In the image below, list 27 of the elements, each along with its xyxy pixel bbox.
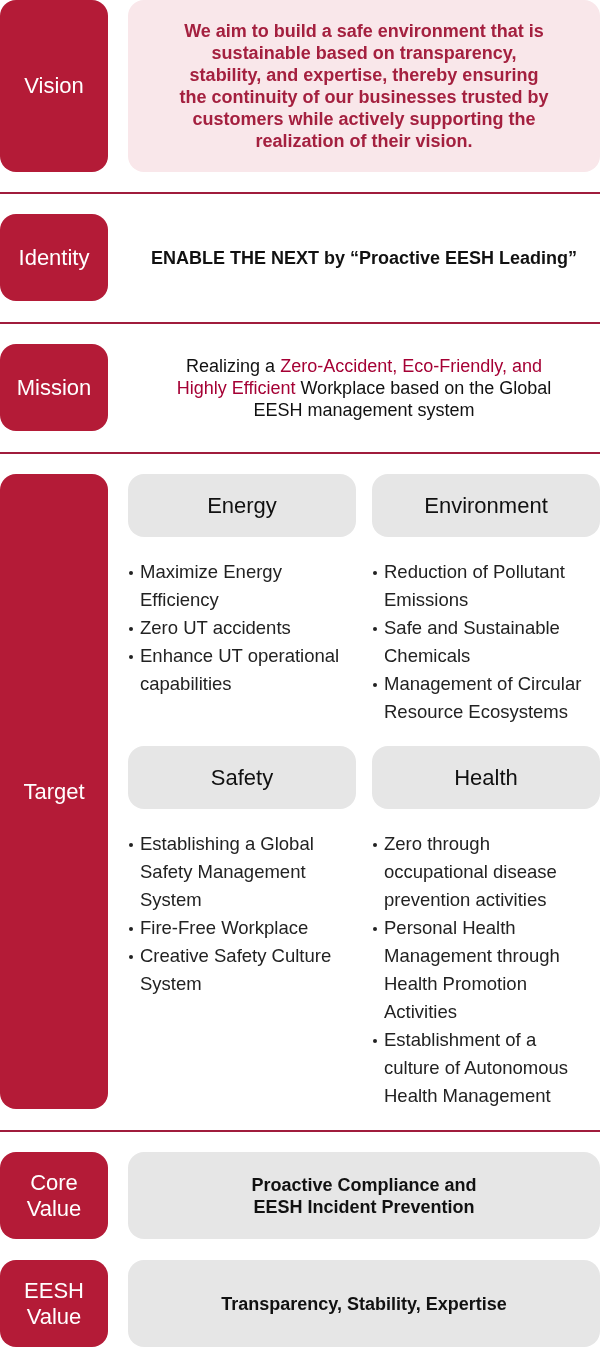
value-panel: Proactive Compliance and EESH Incident Prevention — [128, 1152, 600, 1239]
section-tag: Target — [0, 474, 108, 1109]
bullet-item: Safe and Sustainable Chemicals — [372, 614, 589, 670]
category-header: Health — [372, 746, 600, 809]
section-tag: EESH Value — [0, 1260, 108, 1347]
section-tag: Vision — [0, 0, 108, 172]
bullet-item: Enhance UT operational capabilities — [128, 642, 345, 698]
bullet-item: Establishing a Global Safety Management System — [128, 830, 345, 914]
bullet-item: Fire-Free Workplace — [128, 914, 345, 942]
category-header: Energy — [128, 474, 356, 537]
bullet-item: Maximize Energy Efficiency — [128, 558, 345, 614]
vision-statement-panel: We aim to build a safe environment that is sustainable based on transparency, stability, and expertise, thereby ensuring the continuity of our businesses trusted by customers while actively supporting the realization of their vision. — [128, 0, 600, 172]
section-tag: Mission — [0, 344, 108, 431]
bullet-item: Management of Circular Resource Ecosystems — [372, 670, 589, 726]
identity-slogan: ENABLE THE NEXT by “Proactive EESH Leading” — [150, 246, 578, 269]
bullet-item: Personal Health Management through Health Promotion Activities — [372, 914, 589, 1026]
section-tag: Identity — [0, 214, 108, 301]
section-tag: Core Value — [0, 1152, 108, 1239]
category-header: Safety — [128, 746, 356, 809]
bullet-item: Establishment of a culture of Autonomous Health Management — [372, 1026, 589, 1110]
bullet-item: Reduction of Pollutant Emissions — [372, 558, 589, 614]
bullet-item: Zero through occupational disease prevention activities — [372, 830, 589, 914]
bullet-item: Zero UT accidents — [128, 614, 345, 642]
category-header: Environment — [372, 474, 600, 537]
mission-statement: Realizing a Zero-Accident, Eco-Friendly, and Highly Efficient Workplace based on the Global EESH management system — [175, 354, 553, 421]
value-panel: Transparency, Stability, Expertise — [128, 1260, 600, 1347]
bullet-item: Creative Safety Culture System — [128, 942, 345, 998]
